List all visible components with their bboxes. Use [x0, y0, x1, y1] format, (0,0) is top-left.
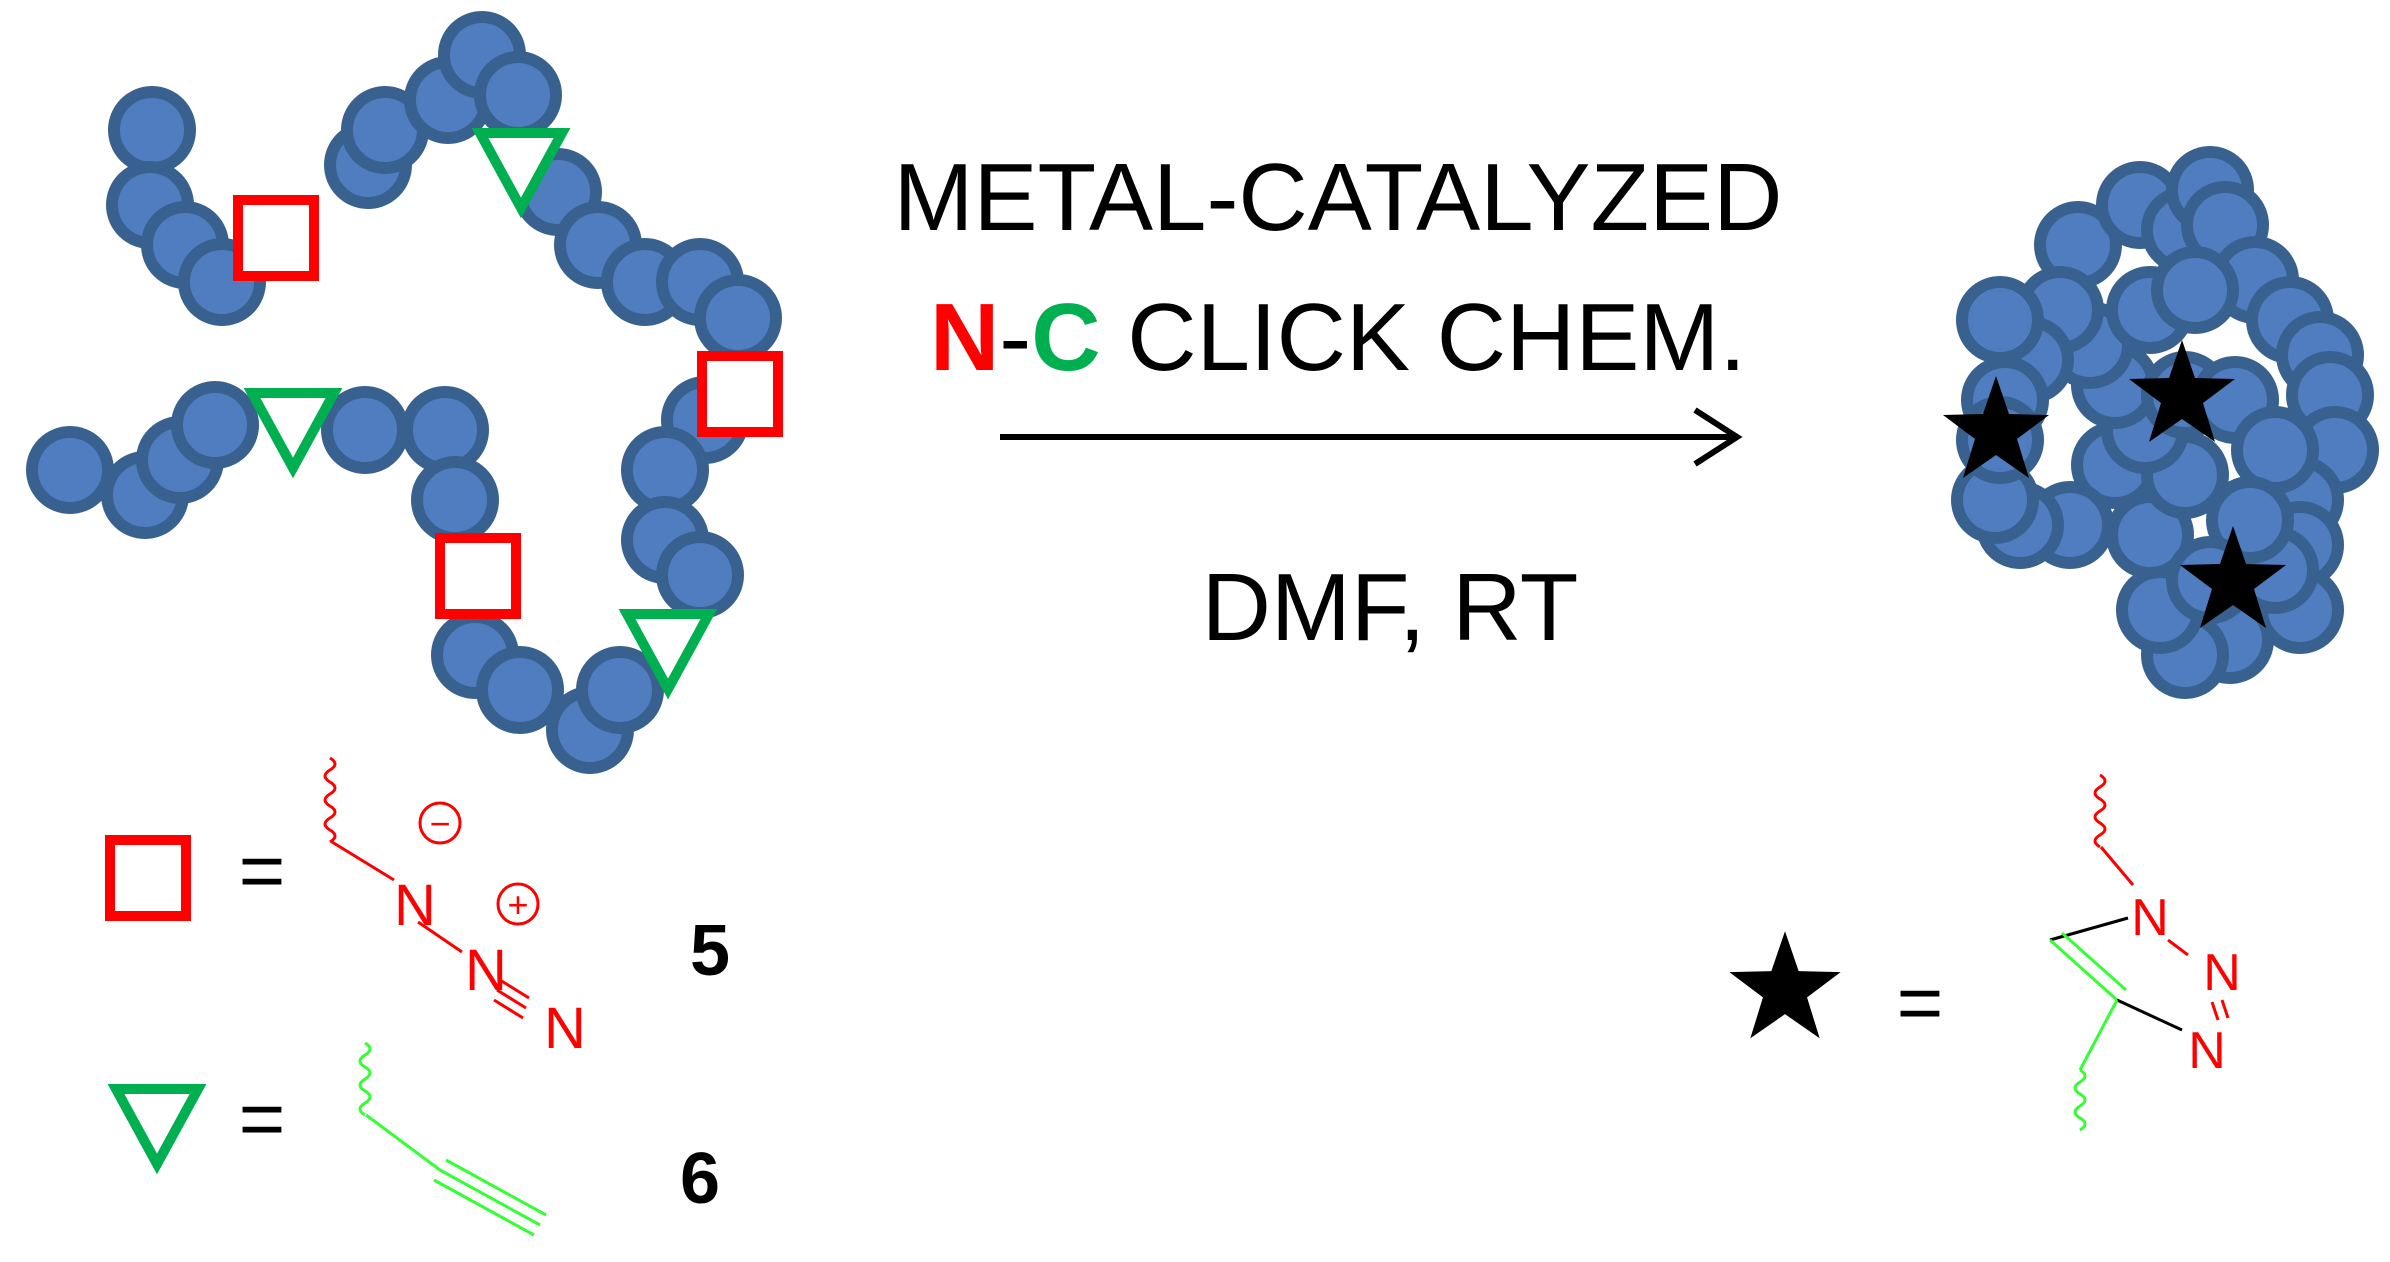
- click-chem-label: CLICK CHEM.: [1101, 284, 1746, 391]
- alkyne-marker-triangle: [243, 388, 343, 479]
- alkyne-structure: [358, 1041, 547, 1237]
- reaction-conditions: METAL-CATALYZED N-C CLICK CHEM. DMF, RT: [894, 144, 1783, 661]
- folded-single-chain-nanoparticle: [1943, 146, 2379, 699]
- lower-polymer-chain: [26, 376, 749, 774]
- legend-triazole-row: = N N N: [1729, 773, 2241, 1132]
- positive-charge-circle: [496, 882, 540, 926]
- azide-nitrogen-label: N: [465, 938, 507, 1003]
- positive-charge-sign: +: [507, 884, 528, 925]
- azide-nitrogen-label: N: [544, 996, 586, 1061]
- reaction-arrow: [1000, 407, 1743, 467]
- negative-charge-circle: [418, 801, 462, 845]
- triazole-legend-star: [1729, 931, 1841, 1039]
- negative-charge-sign: −: [429, 803, 450, 844]
- triazole-nitrogen-label: N: [2131, 889, 2169, 947]
- alkyne-equals-sign: =: [239, 1074, 286, 1163]
- nitrogen-label: N: [930, 284, 999, 391]
- solvent-temperature-label: DMF, RT: [1202, 554, 1579, 661]
- azide-marker-square: [435, 533, 521, 619]
- legend-azide-row: = N N N − + 5: [105, 756, 730, 1061]
- triazole-nitrogen-label: N: [2203, 944, 2241, 1002]
- azide-marker-square: [697, 351, 783, 437]
- alkyne-marker-triangle: [618, 609, 718, 700]
- triazole-structure: [2048, 773, 2230, 1132]
- linear-polymer-chains: [26, 11, 783, 774]
- compound-number-5: 5: [690, 911, 730, 991]
- azide-marker-square: [233, 195, 319, 281]
- azide-structure: [323, 756, 540, 1020]
- legend-alkyne-row: = 6: [107, 1041, 720, 1237]
- alkyne-marker-triangle: [471, 128, 571, 219]
- alkyne-legend-triangle: [107, 1084, 207, 1175]
- azide-equals-sign: =: [239, 826, 286, 915]
- upper-polymer-chain: [106, 11, 782, 362]
- carbon-label: C: [1031, 284, 1100, 391]
- dash-label: -: [999, 284, 1031, 391]
- azide-nitrogen-label: N: [394, 873, 436, 938]
- triazole-nitrogen-label: N: [2188, 1022, 2226, 1080]
- reaction-title-line2: N-C CLICK CHEM.: [930, 284, 1746, 391]
- azide-legend-square: [105, 835, 191, 921]
- compound-number-6: 6: [680, 1139, 720, 1219]
- reaction-title-line1: METAL-CATALYZED: [894, 144, 1783, 251]
- triazole-equals-sign: =: [1897, 958, 1944, 1047]
